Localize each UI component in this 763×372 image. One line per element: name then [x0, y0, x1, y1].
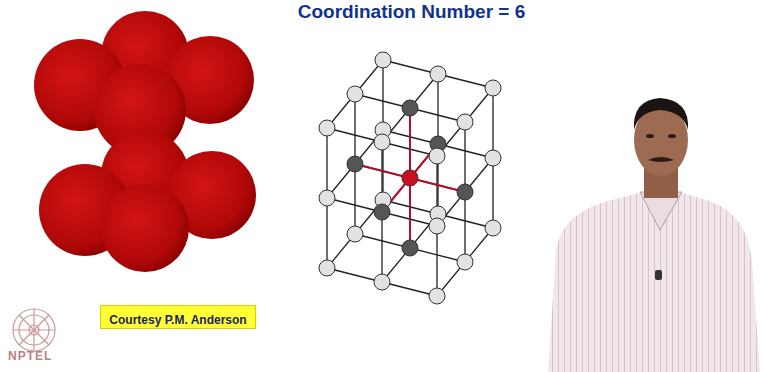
bond-line: [355, 164, 410, 178]
lattice-atom: [430, 66, 446, 82]
credit-text: Courtesy P.M. Anderson: [109, 313, 246, 327]
lattice-atom: [375, 52, 391, 68]
lattice-atom: [457, 114, 473, 130]
central-atom: [402, 170, 418, 186]
lattice-atom: [485, 150, 501, 166]
neighbor-atom: [402, 100, 418, 116]
lattice-atom: [319, 260, 335, 276]
bond-line: [409, 108, 411, 178]
nptel-logo: [13, 309, 55, 351]
lattice-atom: [485, 220, 501, 236]
lattice-atom: [457, 254, 473, 270]
lattice-atom: [429, 218, 445, 234]
bond-line: [409, 178, 411, 248]
slide-title: Coordination Number = 6: [0, 1, 763, 23]
bond-line: [410, 178, 465, 192]
lattice-atom: [485, 80, 501, 96]
neighbor-atom: [374, 204, 390, 220]
lattice-atom: [374, 274, 390, 290]
lattice-atom: [374, 134, 390, 150]
credit-box: Courtesy P.M. Anderson: [100, 305, 256, 329]
lattice-line: [327, 60, 383, 128]
watermark: NPTEL: [8, 349, 52, 363]
lattice-atom: [429, 148, 445, 164]
lattice-diagram: [319, 52, 501, 304]
presenter: [548, 98, 760, 372]
lattice-atom: [319, 120, 335, 136]
lattice-line: [383, 60, 493, 88]
neighbor-atom: [402, 240, 418, 256]
neighbor-atom: [347, 156, 363, 172]
lattice-atom: [347, 226, 363, 242]
sphere-packing: [34, 11, 256, 272]
lattice-atom: [347, 86, 363, 102]
neighbor-atom: [457, 184, 473, 200]
lattice-atom: [319, 190, 335, 206]
lattice-atom: [429, 288, 445, 304]
